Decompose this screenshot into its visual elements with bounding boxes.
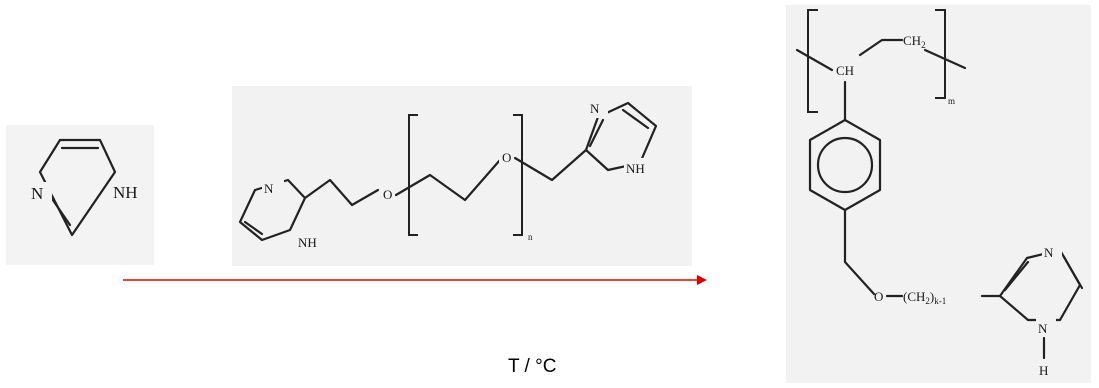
polymer-imidazole-n-label: N [1044, 245, 1054, 260]
polymer-ether-o-label: O [874, 289, 883, 304]
peg-left-nh-label: NH [298, 235, 317, 250]
polymer-ch2-main: CH [903, 33, 921, 48]
polymer-bracket-right [935, 9, 946, 99]
peg-repeat-n-label: n [528, 232, 533, 242]
peg-left-linker [303, 178, 380, 207]
imidazole-nh-label: NH [113, 183, 138, 202]
polymer-chain-label: (CH2)k-1 [903, 289, 946, 306]
imidazole-n-label: N [31, 184, 43, 203]
polymer-phenyl-aromatic-circle [816, 136, 874, 194]
polymer-chain-sub-2: 2 [925, 296, 930, 306]
polymer-bracket-left [807, 9, 818, 113]
peg-repeat-chain [394, 158, 502, 202]
polymer-ch2-subscript: 2 [921, 40, 926, 50]
peg-bracket-left [408, 114, 418, 236]
reaction-condition-label: T / °C [508, 356, 556, 377]
peg-bis-imidazole-molecule: N NH O O n N NH [232, 86, 692, 266]
peg-right-n-label: N [590, 101, 600, 116]
imidazole-molecule: N NH [6, 125, 154, 265]
polymer-backbone-left [795, 48, 834, 72]
peg-right-linker [513, 148, 588, 182]
polymer-chain-prefix: (CH [903, 289, 925, 304]
polymer-product: m CH CH2 O (CH2)k-1 N N H [786, 5, 1091, 383]
polymer-imidazole-h-label: H [1039, 363, 1048, 378]
peg-left-n-label: N [264, 181, 274, 196]
peg-right-ring-double-left [588, 118, 605, 148]
polymer-backbone-mid [858, 38, 904, 57]
polymer-ch2-label: CH2 [903, 33, 926, 50]
reaction-arrow: T / °C [123, 275, 707, 377]
polymer-chain-suffix: ) [930, 289, 934, 304]
peg-o-left-label: O [383, 187, 392, 202]
polymer-backbone-right [923, 48, 967, 70]
polymer-imidazole-double-left [1003, 260, 1030, 292]
peg-right-ring-double-top [621, 108, 650, 130]
polymer-repeat-m-label: m [948, 96, 955, 106]
polymer-imidazole-double-right [1062, 255, 1084, 290]
peg-bracket-right [513, 114, 523, 236]
polymer-chain-sub-k: k-1 [934, 296, 946, 306]
peg-o-right-label: O [502, 150, 511, 165]
peg-left-ring-double [243, 220, 264, 236]
polymer-ch-label: CH [836, 63, 854, 78]
polymer-imidazole-nh-n-label: N [1038, 321, 1048, 336]
peg-right-nh-label: NH [626, 161, 645, 176]
polymer-benzyl-ch2-bond [843, 208, 876, 296]
